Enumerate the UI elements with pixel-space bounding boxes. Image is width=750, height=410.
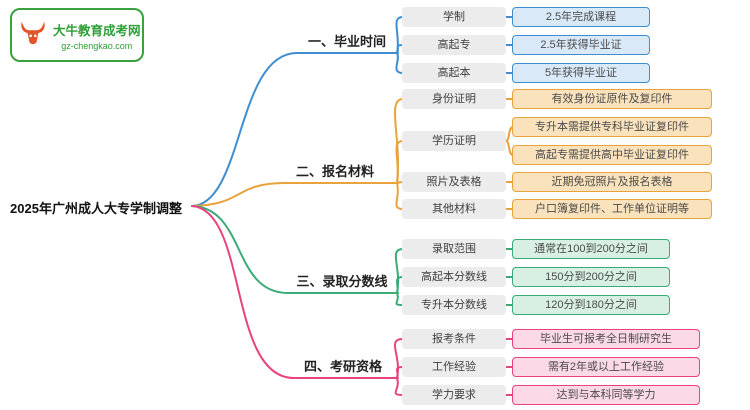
branch-application-materials: 二、报名材料	[295, 164, 374, 179]
node-label: 学制	[402, 7, 506, 27]
node-value: 近期免冠照片及报名表格	[512, 172, 712, 192]
node-label: 专升本分数线	[402, 295, 506, 315]
node-label: 高起专	[402, 35, 506, 55]
logo-text: 大牛教育成考网 gz-chengkao.com	[53, 20, 141, 51]
logo-subtitle: gz-chengkao.com	[61, 40, 133, 51]
node-value: 户口簿复印件、工作单位证明等	[512, 199, 712, 219]
node-label: 录取范围	[402, 239, 506, 259]
node-label: 工作经验	[402, 357, 506, 377]
root-node: 2025年广州成人大专学制调整	[10, 201, 182, 216]
node-value: 通常在100到200分之间	[512, 239, 670, 259]
bull-icon	[18, 19, 48, 52]
node-value: 需有2年或以上工作经验	[512, 357, 700, 377]
node-value: 2.5年完成课程	[512, 7, 650, 27]
node-value: 150分到200分之间	[512, 267, 670, 287]
node-value: 专升本需提供专科毕业证复印件	[512, 117, 712, 137]
node-label: 照片及表格	[402, 172, 506, 192]
node-label: 高起本	[402, 63, 506, 83]
node-value: 2.5年获得毕业证	[512, 35, 650, 55]
logo-title: 大牛教育成考网	[53, 23, 141, 38]
node-value: 120分到180分之间	[512, 295, 670, 315]
node-value: 毕业生可报考全日制研究生	[512, 329, 700, 349]
node-label: 身份证明	[402, 89, 506, 109]
node-label: 学力要求	[402, 385, 506, 405]
node-label: 报考条件	[402, 329, 506, 349]
site-logo: 大牛教育成考网 gz-chengkao.com	[10, 8, 144, 62]
node-label: 其他材料	[402, 199, 506, 219]
node-value: 5年获得毕业证	[512, 63, 650, 83]
node-value: 高起专需提供高中毕业证复印件	[512, 145, 712, 165]
node-value: 达到与本科同等学力	[512, 385, 700, 405]
node-label: 学历证明	[402, 131, 506, 151]
branch-admission-scores: 三、录取分数线	[296, 274, 388, 289]
branch-graduation-time: 一、毕业时间	[307, 34, 386, 49]
node-label: 高起本分数线	[402, 267, 506, 287]
node-value: 有效身份证原件及复印件	[512, 89, 712, 109]
branch-postgrad-eligibility: 四、考研资格	[303, 359, 382, 374]
